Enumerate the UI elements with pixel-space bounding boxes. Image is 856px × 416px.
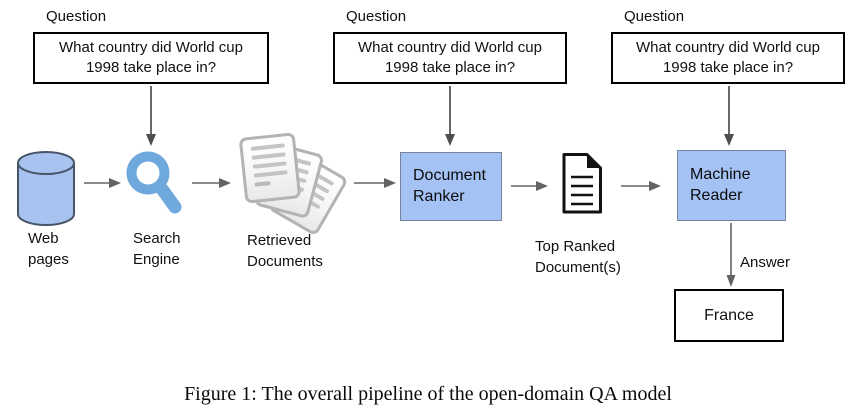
database-cylinder-icon <box>17 151 75 226</box>
arrow-ranker-to-topdoc <box>511 181 548 191</box>
question-group-1: Question What country did World cup 1998… <box>33 8 269 84</box>
magnifier-icon <box>126 151 182 214</box>
retrieved-documents-label: Retrieved Documents <box>247 232 323 270</box>
question-label-1: Question <box>46 8 107 25</box>
question-text-2: What country did World cup 1998 take pla… <box>358 38 542 76</box>
question-group-3: Question What country did World cup 1998… <box>611 8 845 84</box>
document-ranker-box: Document Ranker <box>400 152 502 221</box>
arrow-documents-to-ranker <box>354 178 396 188</box>
question-box-2: What country did World cup 1998 take pla… <box>333 32 567 84</box>
figure-caption: Figure 1: The overall pipeline of the op… <box>184 383 672 405</box>
answer-label: Answer <box>740 254 791 271</box>
question-label-2: Question <box>346 8 407 25</box>
question-box-3: What country did World cup 1998 take pla… <box>611 32 845 84</box>
arrow-topdoc-to-reader <box>621 181 661 191</box>
document-page-icon <box>562 153 602 214</box>
document-stack-icon <box>238 131 349 243</box>
arrow-searchengine-to-documents <box>192 178 231 188</box>
machine-reader-box: Machine Reader <box>677 150 786 221</box>
arrow-reader-to-answer <box>726 223 736 287</box>
arrow-question3-to-machine-reader <box>724 86 734 146</box>
answer-value-box: France <box>674 289 784 342</box>
arrow-question2-to-document-ranker <box>445 86 455 146</box>
arrow-question1-to-search-engine <box>146 86 156 146</box>
machine-reader-label: Machine Reader <box>690 166 751 204</box>
question-text-1: What country did World cup 1998 take pla… <box>59 38 243 76</box>
arrow-webpages-to-searchengine <box>84 178 121 188</box>
document-ranker-label: Document Ranker <box>413 167 486 205</box>
answer-value: France <box>704 306 754 324</box>
question-box-1: What country did World cup 1998 take pla… <box>33 32 269 84</box>
web-pages-label: Web pages <box>28 230 69 268</box>
question-group-2: Question What country did World cup 1998… <box>333 8 567 84</box>
search-engine-label: Search Engine <box>133 230 181 268</box>
top-ranked-label: Top Ranked Document(s) <box>535 238 621 276</box>
stacked-page-front <box>238 132 302 204</box>
question-text-3: What country did World cup 1998 take pla… <box>636 38 820 76</box>
question-label-3: Question <box>624 8 685 25</box>
